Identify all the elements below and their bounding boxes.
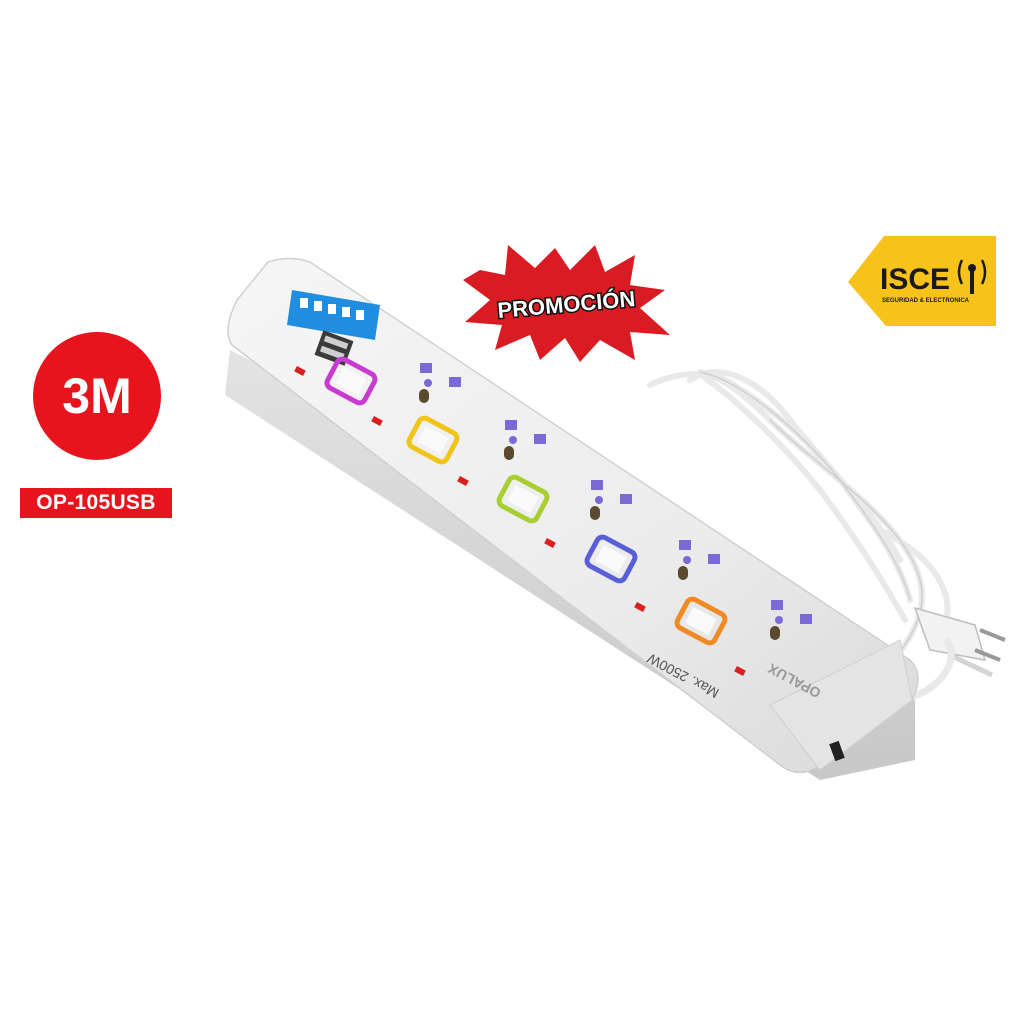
power-cable: [647, 369, 951, 693]
brand-logo: ISCE SEGURIDAD & ELECTRONICA: [848, 236, 996, 326]
plate-brand: OPALUX: [765, 660, 824, 701]
brand-name: ISCE: [880, 263, 950, 296]
outlets: [419, 363, 812, 640]
rating-text: Max. 2500W: [644, 650, 722, 701]
switch-3: [496, 474, 550, 524]
plug: [913, 606, 1006, 678]
switch-4: [584, 534, 638, 584]
switch-2: [406, 415, 460, 465]
promo-starburst: PROMOCIÓN: [463, 245, 670, 362]
brand-tagline: SEGURIDAD & ELECTRONICA: [882, 298, 970, 304]
antenna-icon: [957, 259, 987, 294]
model-label: OP-105USB: [20, 488, 172, 518]
switch-5: [674, 596, 728, 646]
switch-1: [324, 356, 378, 406]
length-badge: 3M: [33, 332, 161, 460]
